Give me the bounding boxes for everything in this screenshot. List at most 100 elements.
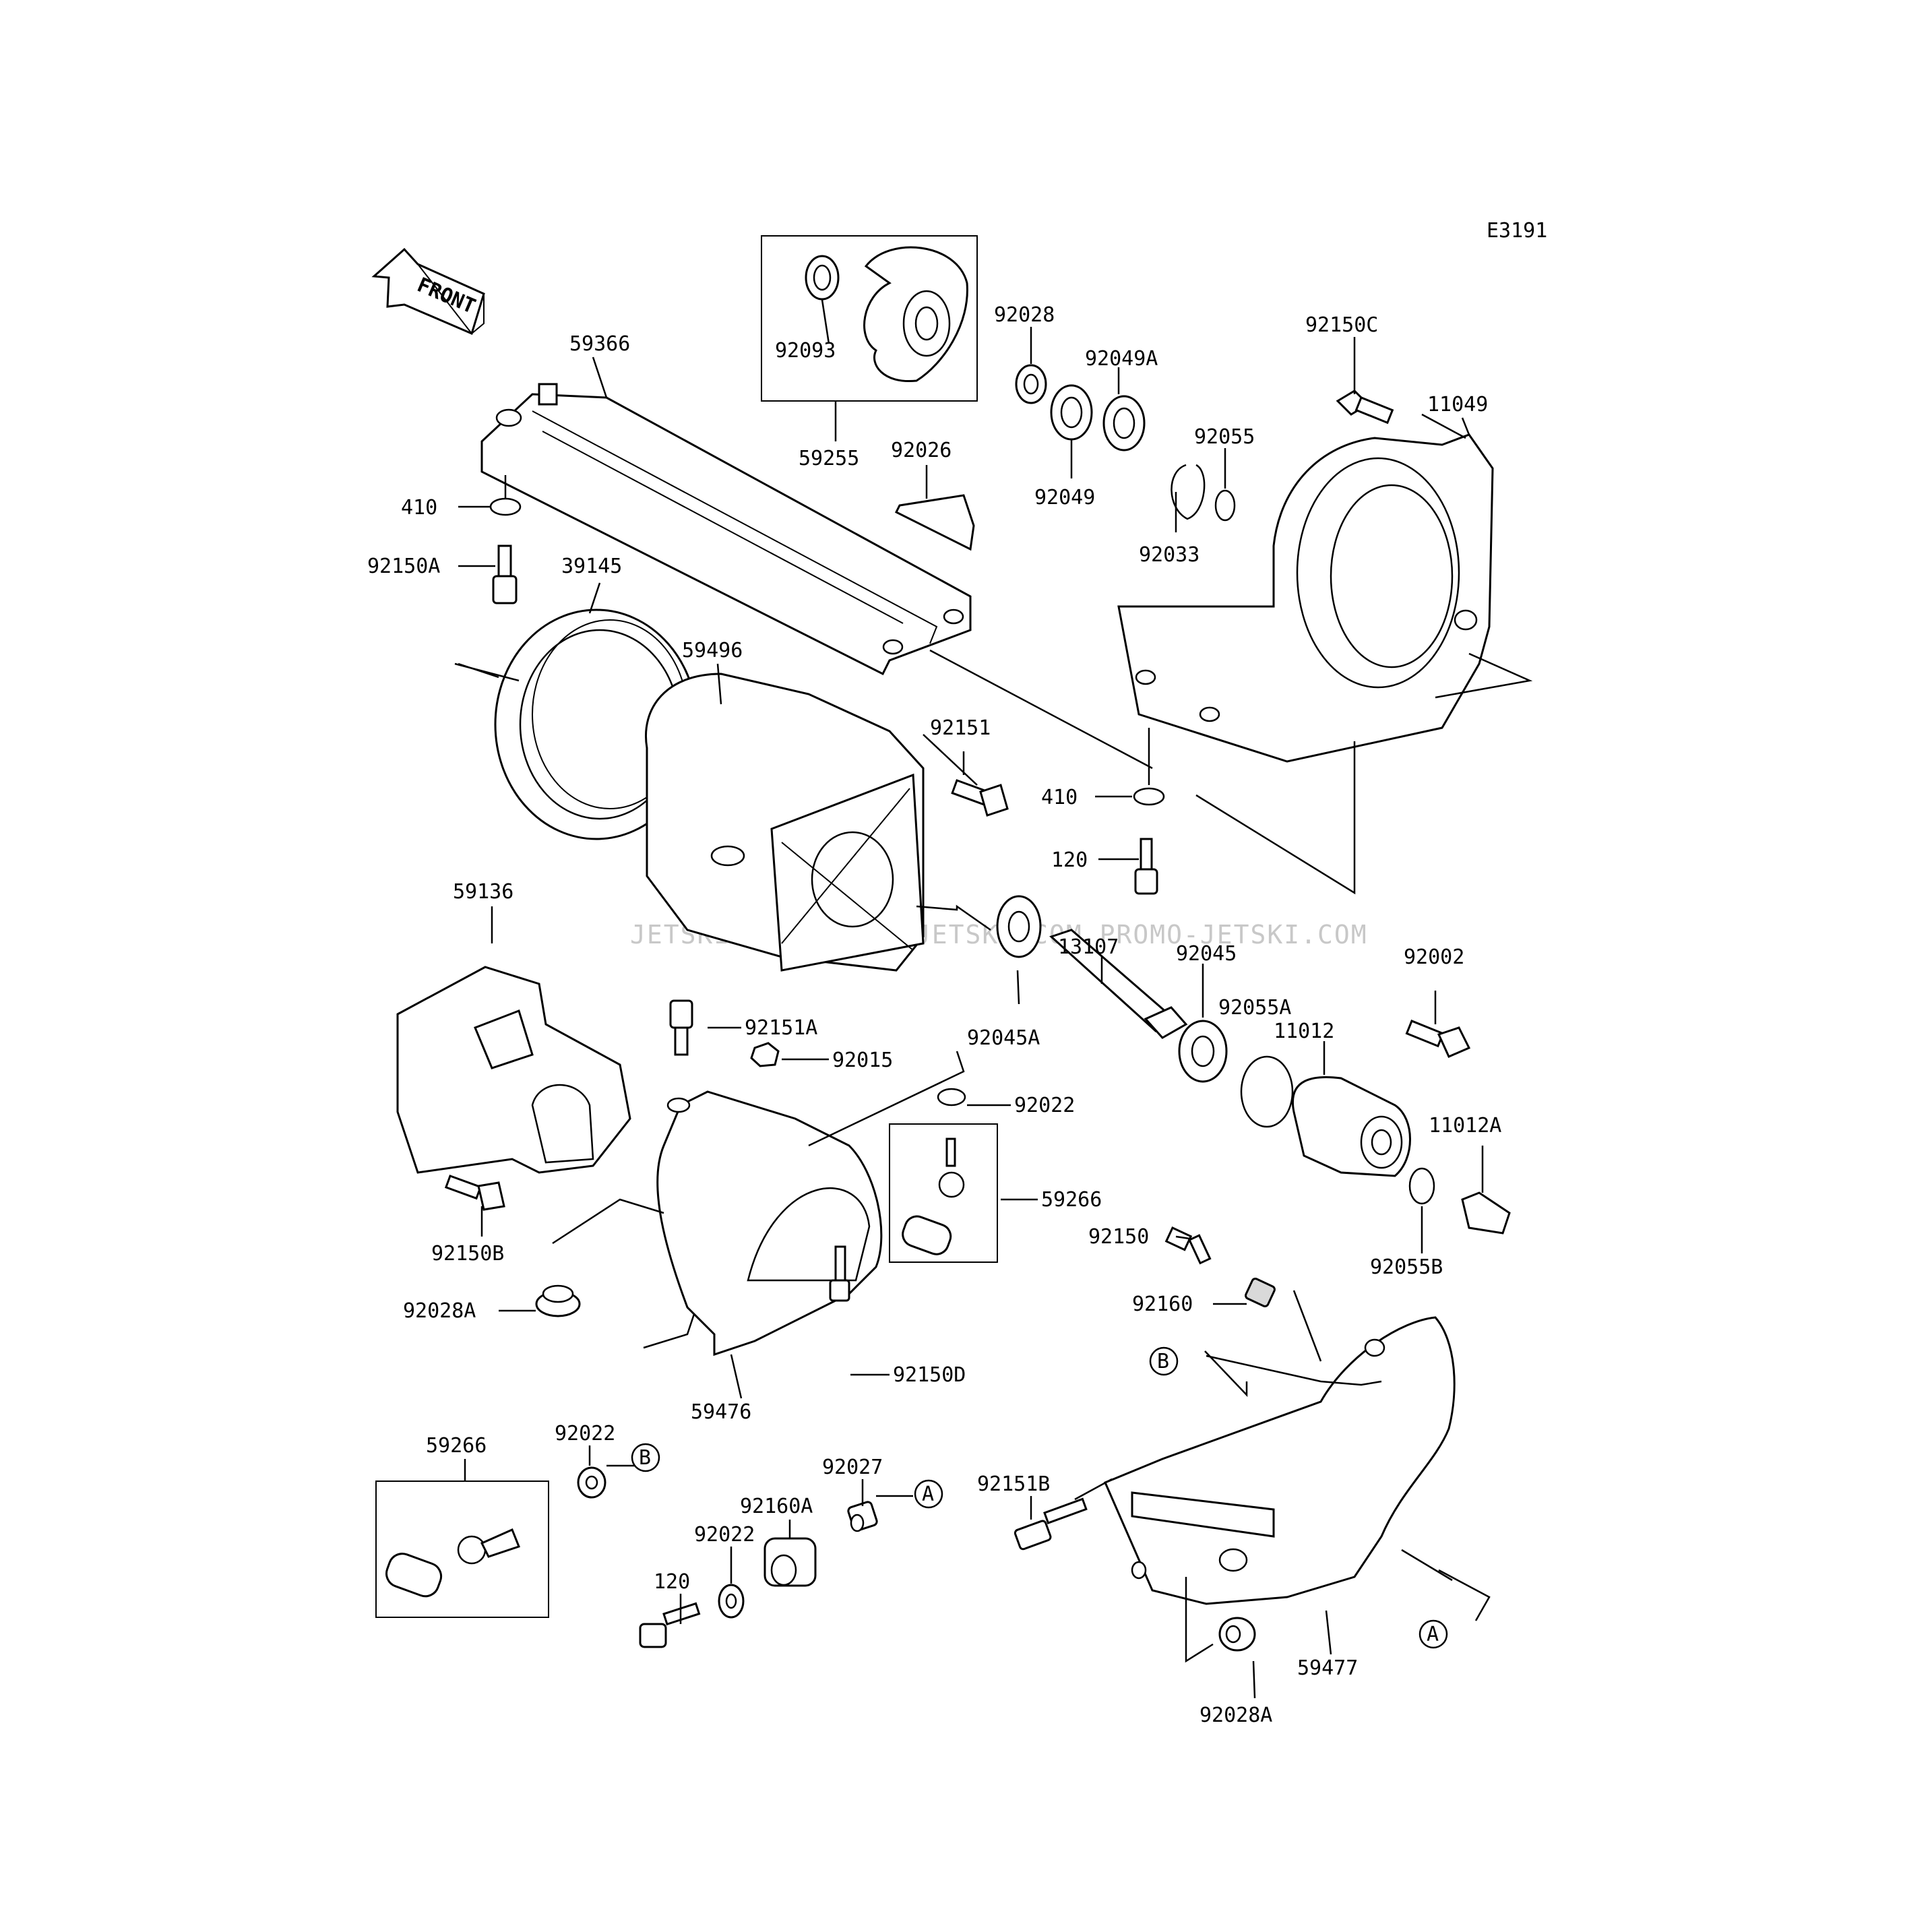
washer-92022-c <box>718 1584 745 1619</box>
assembly-lines <box>454 649 1533 1663</box>
callout-92150D: 92150D <box>893 1363 966 1387</box>
callout-92150B: 92150B <box>431 1242 504 1266</box>
impeller-box <box>761 235 978 402</box>
callout-92151: 92151 <box>930 716 991 740</box>
bolt-92150A <box>492 544 518 604</box>
callout-92049A: 92049A <box>1085 347 1158 371</box>
ref-marker-b-2: B <box>1149 1346 1179 1376</box>
nut-92015 <box>750 1042 780 1067</box>
bolt-92151A <box>669 999 693 1056</box>
callout-92151B: 92151B <box>977 1472 1050 1496</box>
callout-92055A: 92055A <box>1218 996 1291 1020</box>
washer-92022-upper <box>937 1088 966 1107</box>
ref-marker-a-2: A <box>1419 1619 1448 1649</box>
pump-cover-plate <box>480 383 972 676</box>
ball-joint-lower <box>385 1528 520 1598</box>
callout-92015: 92015 <box>832 1049 893 1072</box>
callout-92049: 92049 <box>1034 486 1095 509</box>
callout-92022: 92022 <box>694 1523 755 1547</box>
ref-marker-a-label: A <box>922 1483 934 1506</box>
bushing-92028A-lower <box>1218 1617 1256 1652</box>
callout-59476: 59476 <box>691 1400 751 1424</box>
seal-92049A <box>1102 395 1146 451</box>
bolt-120-lower <box>639 1602 701 1648</box>
o-ring-92055 <box>1214 489 1236 522</box>
ref-marker-a-label: A <box>1427 1623 1439 1646</box>
o-ring-92055A <box>1240 1055 1294 1128</box>
bolt-92150B <box>444 1175 505 1211</box>
callout-92151A: 92151A <box>745 1016 817 1040</box>
ref-marker-a-1: A <box>914 1479 943 1509</box>
steering-nozzle-59476 <box>656 1090 883 1357</box>
callout-92150C: 92150C <box>1305 313 1378 337</box>
callout-92150A: 92150A <box>367 555 440 578</box>
callout-59266: 59266 <box>426 1434 487 1458</box>
callout-92055B: 92055B <box>1370 1255 1443 1279</box>
callout-labels: 59366 410 92150A 39145 59496 92093 59255… <box>367 303 1501 1727</box>
pump-cap-11012 <box>1292 1076 1411 1177</box>
callout-92028: 92028 <box>994 303 1055 327</box>
bushing-92028 <box>1015 364 1047 404</box>
leader-lines <box>458 299 1484 1699</box>
reverse-bucket-59477 <box>1104 1316 1456 1605</box>
callout-39145: 39145 <box>561 555 622 578</box>
o-ring-92055B <box>1408 1167 1435 1205</box>
ball-joint-box-lower <box>375 1481 549 1618</box>
ref-marker-b-label: B <box>1157 1350 1169 1373</box>
bearing-92045A <box>996 895 1042 958</box>
callout-120: 120 <box>1051 848 1088 872</box>
callout-59366: 59366 <box>569 332 630 356</box>
bearing-92045 <box>1178 1020 1228 1083</box>
diagram-code: E3191 <box>1487 219 1547 243</box>
bolt-120-upper <box>1134 838 1158 895</box>
callout-92160A: 92160A <box>740 1495 813 1518</box>
callout-92022: 92022 <box>555 1422 615 1445</box>
nozzle-59136 <box>396 966 631 1174</box>
callout-59136: 59136 <box>453 880 513 904</box>
callout-92045: 92045 <box>1176 942 1237 966</box>
callout-92026: 92026 <box>891 439 952 462</box>
callout-92045A: 92045A <box>967 1026 1040 1050</box>
callout-59266: 59266 <box>1041 1188 1102 1212</box>
callout-92093: 92093 <box>775 339 836 363</box>
impeller <box>805 246 968 383</box>
bearing-92049 <box>1050 384 1093 441</box>
callout-410: 410 <box>401 496 437 520</box>
ball-joint-box-upper <box>889 1123 998 1263</box>
callout-13107: 13107 <box>1058 935 1119 959</box>
shaft-13107 <box>1049 929 1188 1039</box>
sleeve-92027 <box>847 1501 878 1532</box>
rubber-92160A <box>764 1537 817 1587</box>
bolt-92151B <box>1014 1497 1088 1551</box>
washer-92022-b <box>577 1466 606 1499</box>
callout-92002: 92002 <box>1404 945 1464 969</box>
circlip <box>1171 464 1206 520</box>
bolt-92151 <box>951 779 1009 817</box>
washer-410-lower <box>1133 787 1165 806</box>
callout-92022: 92022 <box>1014 1094 1075 1117</box>
cap-92160 <box>1245 1278 1276 1307</box>
callout-11012: 11012 <box>1274 1020 1334 1043</box>
callout-11012A: 11012A <box>1429 1114 1501 1138</box>
bolt-92002 <box>1405 1020 1471 1058</box>
callout-59477: 59477 <box>1297 1656 1358 1680</box>
callout-92028A: 92028A <box>1199 1704 1272 1727</box>
bushing-92028A <box>535 1284 581 1317</box>
callout-59496: 59496 <box>682 639 743 662</box>
callout-92033: 92033 <box>1139 543 1199 567</box>
wedge-part <box>894 494 975 551</box>
pump-case <box>645 673 925 972</box>
callout-59255: 59255 <box>799 447 859 470</box>
callout-11049: 11049 <box>1427 393 1488 416</box>
callout-92027: 92027 <box>822 1456 883 1479</box>
bolt-92150 <box>1164 1226 1212 1265</box>
ref-marker-b-1: B <box>631 1443 660 1472</box>
ball-joint-upper <box>902 1138 965 1255</box>
callout-120: 120 <box>654 1570 690 1594</box>
washer-410-upper <box>489 497 522 516</box>
front-arrow-icon: FRONT <box>371 247 485 336</box>
callout-92150: 92150 <box>1088 1225 1149 1249</box>
ref-marker-b-label: B <box>639 1446 651 1470</box>
callout-92028A: 92028A <box>403 1299 476 1323</box>
